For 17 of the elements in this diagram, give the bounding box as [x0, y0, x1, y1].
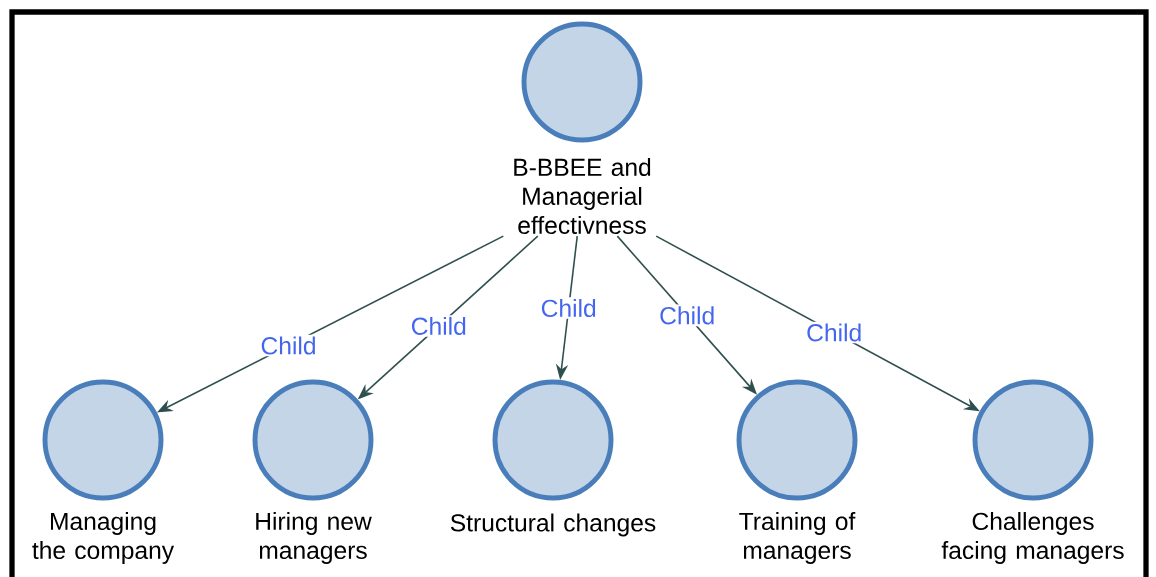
circle-node: Hiring new managers [252, 379, 374, 564]
circle-node: Managing the company [32, 379, 175, 564]
node-label: Managing the company [32, 512, 175, 564]
circle-node: Training of managers [736, 379, 858, 564]
node-label: Challenges facing managers [941, 512, 1124, 564]
edge-label: Child [412, 316, 466, 335]
edge-label: Child [807, 323, 861, 342]
edge-label: Child [261, 336, 315, 355]
edge-label: Child [660, 306, 714, 325]
circle-node: Challenges facing managers [941, 379, 1124, 564]
circle-node: Structural changes [450, 379, 656, 537]
node-label: Hiring new managers [256, 512, 372, 564]
edge-label: Child [541, 299, 596, 318]
node-label: Structural changes [450, 513, 656, 537]
node-label: Training of managers [739, 512, 856, 564]
circle-node: B-BBEE and Managerial effectivness [514, 21, 651, 235]
node-label: B-BBEE and Managerial effectivness [514, 157, 651, 235]
